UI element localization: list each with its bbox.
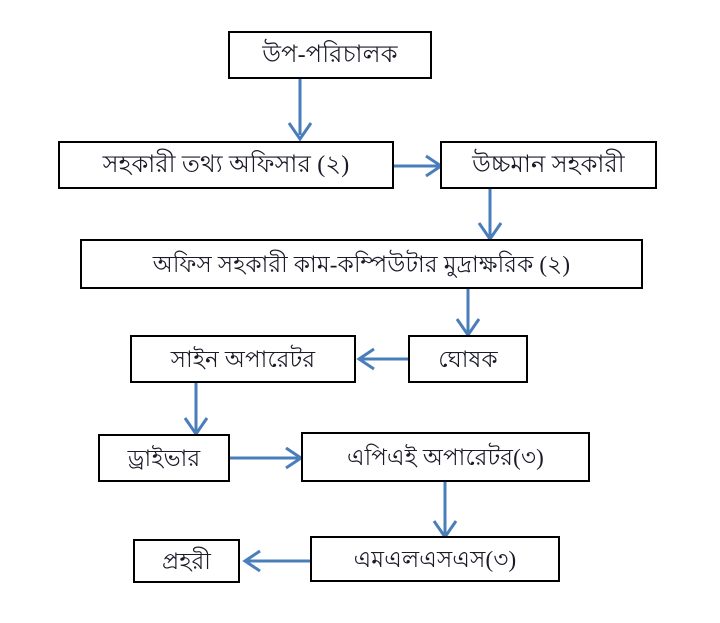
node-office-assistant-cum-computer-typist[interactable]: অফিস সহকারী কাম-কম্পিউটার মুদ্রাক্ষরিক (… [80, 239, 643, 289]
node-label-apai-operator: এপিএই অপারেটর(৩) [346, 444, 545, 470]
node-label-guard: প্রহরী [161, 548, 212, 574]
node-label-office-assistant-cum-computer-typist: অফিস সহকারী কাম-কম্পিউটার মুদ্রাক্ষরিক (… [152, 251, 571, 277]
arrow-deputy-director-to-assistant-information-officer [287, 79, 313, 142]
node-label-assistant-information-officer: সহকারী তথ্য অফিসার (২) [102, 152, 350, 178]
arrow-assistant-information-officer-to-high-grade-assistant [394, 154, 444, 178]
node-label-high-grade-assistant: উচ্চমান সহকারী [472, 152, 625, 178]
node-apai-operator[interactable]: এপিএই অপারেটর(৩) [301, 432, 590, 482]
arrow-high-grade-assistant-to-office-assistant [477, 189, 503, 242]
node-high-grade-assistant[interactable]: উচ্চমান সহকারী [440, 141, 657, 189]
arrow-sign-operator-to-driver [183, 383, 209, 437]
arrow-mlss-to-guard [242, 549, 310, 573]
arrow-apai-operator-to-mlss [432, 482, 458, 540]
arrow-office-assistant-to-announcer [455, 289, 481, 338]
node-assistant-information-officer[interactable]: সহকারী তথ্য অফিসার (২) [58, 141, 394, 189]
node-label-sign-operator: সাইন অপারেটর [170, 346, 316, 372]
node-announcer[interactable]: ঘোষক [408, 335, 528, 383]
node-sign-operator[interactable]: সাইন অপারেটর [130, 335, 356, 383]
arrow-announcer-to-sign-operator [356, 347, 408, 371]
arrow-driver-to-apai-operator [230, 446, 304, 470]
node-guard[interactable]: প্রহরী [133, 539, 240, 583]
node-deputy-director[interactable]: উপ-পরিচালক [228, 31, 432, 79]
node-driver[interactable]: ড্রাইভার [98, 434, 230, 482]
node-label-mlss: এমএলএসএস(৩) [353, 546, 517, 572]
node-label-deputy-director: উপ-পরিচালক [262, 42, 398, 68]
node-label-announcer: ঘোষক [438, 346, 498, 372]
node-mlss[interactable]: এমএলএসএস(৩) [310, 536, 560, 582]
node-label-driver: ড্রাইভার [127, 445, 201, 471]
